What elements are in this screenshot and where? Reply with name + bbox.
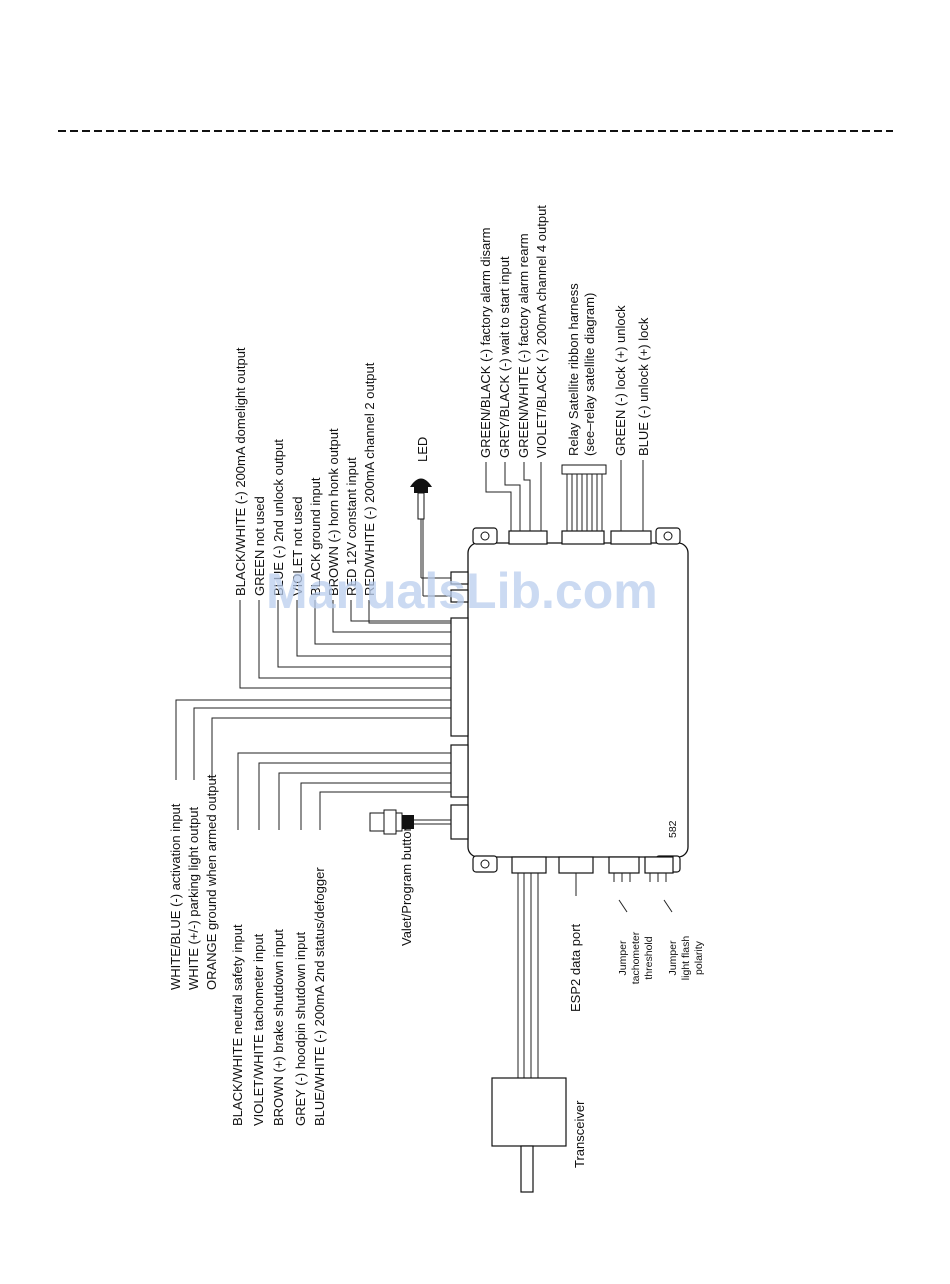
left-b-wire-2 <box>278 772 451 830</box>
main-harness-plug <box>450 617 469 737</box>
top-wire-label-0: BLACK/WHITE (-) 200mA domelight output <box>233 347 248 596</box>
relay-satellite-plug <box>561 530 605 545</box>
label-factory-disarm: GREEN/BLACK (-) factory alarm disarm <box>478 228 493 458</box>
mount-ear-top-right <box>655 527 681 545</box>
top-wire-label-1: GREEN not used <box>252 496 267 596</box>
label-green-lock: GREEN (-) lock (+) unlock <box>613 305 628 456</box>
left-b-label-2: BROWN (+) brake shutdown input <box>271 929 286 1126</box>
label-blue-unlock: BLUE (-) unlock (+) lock <box>636 317 651 456</box>
top-wire-1 <box>258 600 451 679</box>
top-wire-0 <box>239 600 451 689</box>
top-wire-label-2: BLUE (-) 2nd unlock output <box>271 439 286 596</box>
label-relay-harness-note: (see–relay satellite diagram) <box>582 293 597 456</box>
left-a-label-2: ORANGE ground when armed output <box>204 774 219 990</box>
left-b-label-3: GREY (-) hoodpin shutdown input <box>293 931 308 1126</box>
factory-alarm-plug <box>508 530 548 545</box>
led-label: LED <box>415 437 430 462</box>
left-b-wire-1 <box>258 762 451 830</box>
valet-plug <box>450 804 469 840</box>
top-wire-label-3: VIOLET not used <box>290 497 305 597</box>
label-relay-harness: Relay Satellite ribbon harness <box>566 283 581 456</box>
top-wire-label-4: BLACK ground input <box>308 477 323 596</box>
relay-ribbon <box>561 464 607 531</box>
jumper-light-plug <box>644 856 674 874</box>
esp2-plug <box>558 856 594 874</box>
top-wire-6 <box>350 600 451 622</box>
left-a-wire-1 <box>193 707 451 780</box>
left-a-wire-0 <box>175 699 451 780</box>
factory-alarm-wires <box>485 462 542 531</box>
label-jumper-tach-1: Jumper <box>617 940 629 976</box>
left-a-wire-2 <box>211 717 451 780</box>
watermark: ManualsLib.com <box>266 563 658 619</box>
left-b-wire-0 <box>237 752 451 830</box>
jumper-pins <box>613 873 673 913</box>
led-icon <box>410 478 451 597</box>
mount-ear-top-left <box>472 527 498 545</box>
label-jumper-tach-3: threshold <box>643 936 655 979</box>
label-esp2-port: ESP2 data port <box>568 923 583 1012</box>
left-b-label-1: VIOLET/WHITE tachometer input <box>251 933 266 1126</box>
left-b-label-4: BLUE/WHITE (-) 200mA 2nd status/defogger <box>312 867 327 1126</box>
left-b-wire-3 <box>300 782 451 830</box>
input-harness-plug <box>450 744 469 798</box>
left-b-label-0: BLACK/WHITE neutral safety input <box>230 924 245 1126</box>
valet-button-icon <box>369 809 451 835</box>
label-jumper-light-2: light flash <box>680 936 692 981</box>
label-channel4: VIOLET/BLACK (-) 200mA channel 4 output <box>534 205 549 458</box>
top-wire-4 <box>314 600 451 645</box>
jumper-tach-plug <box>608 856 640 874</box>
left-wire-group-b: BLACK/WHITE neutral safety input VIOLET/W… <box>230 752 451 1126</box>
mount-ear-bottom-left <box>472 855 498 873</box>
transceiver-icon <box>491 873 567 1193</box>
label-valet-button: Valet/Program button <box>399 824 414 946</box>
top-wire-5 <box>332 600 451 633</box>
label-factory-rearm: GREEN/WHITE (-) factory alarm rearm <box>516 233 531 458</box>
label-wait-to-start: GREY/BLACK (-) wait to start input <box>497 256 512 458</box>
label-jumper-light-3: polarity <box>693 940 705 975</box>
left-a-label-0: WHITE/BLUE (-) activation input <box>168 803 183 990</box>
door-lock-plug <box>610 530 652 545</box>
top-wire-2 <box>277 600 451 668</box>
label-jumper-light-1: Jumper <box>667 940 679 976</box>
left-a-label-1: WHITE (+/-) parking light output <box>186 806 201 990</box>
top-wire-label-5: BROWN (-) horn honk output <box>326 428 341 596</box>
left-b-wire-4 <box>319 791 451 830</box>
label-transceiver: Transceiver <box>572 1100 587 1168</box>
top-wire-label-7: RED/WHITE (-) 200mA channel 2 output <box>362 362 377 596</box>
label-jumper-tach-2: tachometer <box>630 931 642 984</box>
module-code: 582 <box>667 820 679 838</box>
transceiver-plug <box>511 856 547 874</box>
top-wire-3 <box>296 600 451 657</box>
top-wire-7 <box>368 600 451 624</box>
top-wire-label-6: RED 12V constant input <box>344 457 359 596</box>
